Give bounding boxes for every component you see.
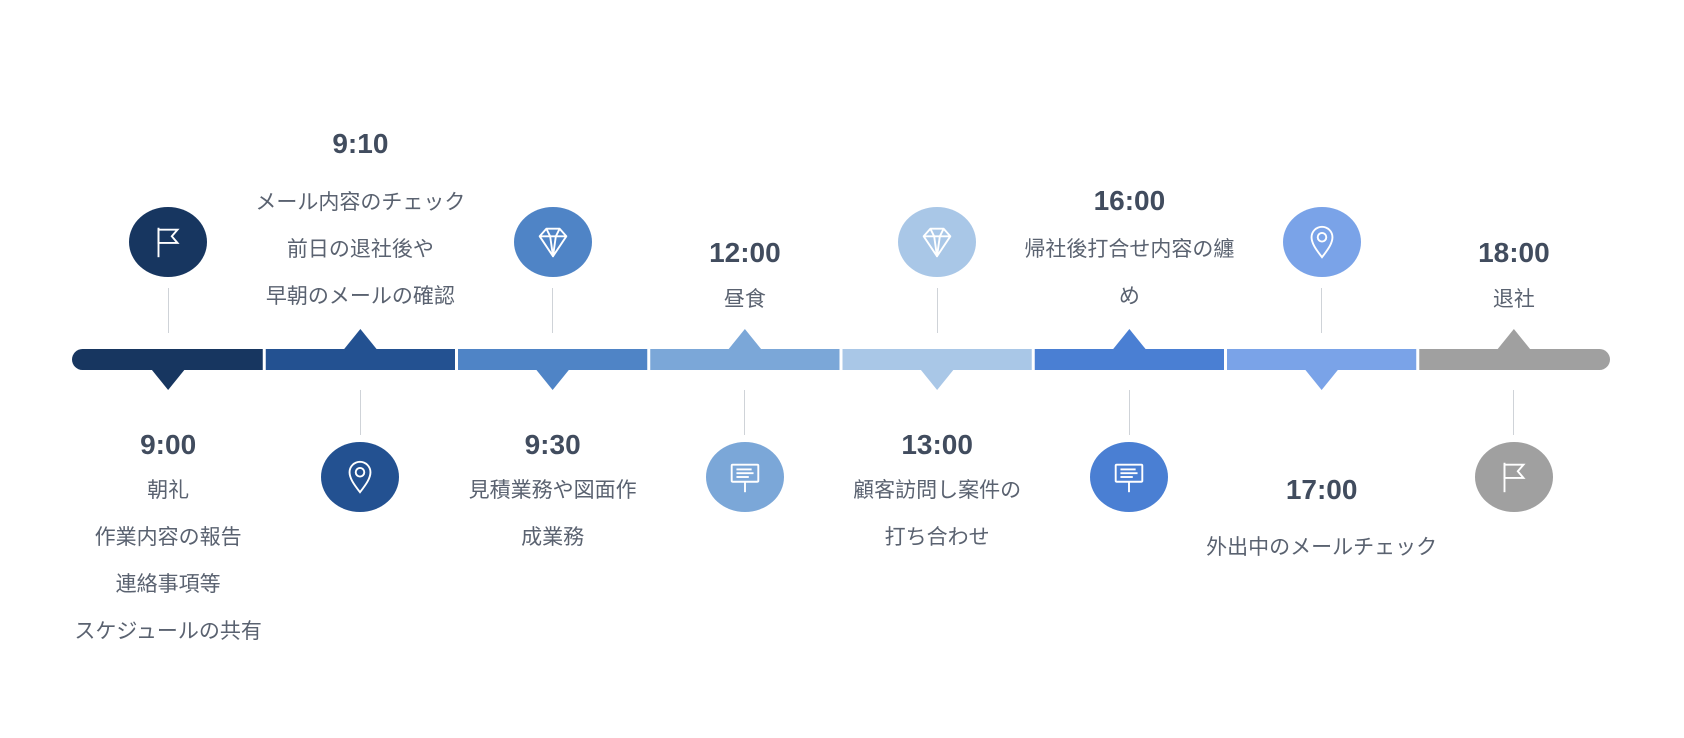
timeline-pointer — [1304, 369, 1339, 390]
event-time: 9:10 — [332, 128, 389, 159]
event-description-line: 作業内容の報告 — [94, 525, 242, 549]
location-pin-icon — [1282, 207, 1361, 277]
timeline-segment — [1034, 349, 1224, 370]
timeline-segment — [1419, 349, 1611, 370]
timeline-pointer — [920, 369, 955, 390]
event-description: 昼食 — [605, 278, 885, 320]
event-description-line: 前日の退社後や — [286, 237, 434, 261]
event-description-line: 顧客訪問し案件の — [853, 478, 1022, 502]
event-description-line: 昼食 — [723, 287, 766, 311]
event-description-line: 朝礼 — [147, 478, 190, 502]
event-time: 16:00 — [1093, 185, 1166, 216]
event-description-line: 退社 — [1492, 287, 1535, 311]
connector-line — [1513, 390, 1515, 435]
timeline-segment — [650, 349, 840, 370]
flag-glyph — [1503, 462, 1526, 493]
event-time: 13:00 — [901, 429, 973, 460]
flag-glyph — [157, 227, 180, 258]
event-description-line: 早朝のメールの確認 — [265, 284, 455, 308]
event-description: 顧客訪問し案件の打ち合わせ — [797, 467, 1077, 561]
connector-line — [1128, 390, 1130, 435]
diamond-glyph — [538, 227, 567, 258]
timeline-pointer — [1112, 329, 1147, 350]
location-pin-icon — [321, 442, 400, 512]
event-time: 18:00 — [1478, 237, 1550, 268]
location-pin-glyph — [1310, 225, 1334, 259]
event-description-line: 成業務 — [521, 525, 585, 549]
event-description-line: スケジュールの共有 — [74, 619, 262, 643]
event-description: メール内容のチェック前日の退社後や早朝のメールの確認 — [220, 179, 500, 320]
event-description-line: 帰社後打合せ内容の纏 — [1024, 237, 1235, 261]
diamond-icon — [898, 207, 977, 277]
timeline-segment — [265, 349, 455, 370]
signboard-glyph — [1115, 463, 1144, 493]
event-description-line: 打ち合わせ — [884, 525, 990, 549]
timeline-segment — [72, 349, 263, 370]
connector-line — [359, 390, 361, 435]
connector-line — [936, 288, 938, 333]
event-description: 退社 — [1374, 278, 1654, 320]
location-pin-glyph — [348, 460, 372, 494]
signboard-icon — [1090, 442, 1169, 512]
timeline-pointer — [535, 369, 570, 390]
flag-icon — [129, 207, 208, 277]
event-description: 朝礼作業内容の報告連絡事項等スケジュールの共有 — [28, 467, 308, 655]
flag-icon — [1474, 442, 1553, 512]
event-time: 12:00 — [709, 237, 781, 268]
event-description: 外出中のメールチェック — [1182, 526, 1462, 568]
event-description: 見積業務や図面作成業務 — [413, 467, 693, 561]
connector-line — [167, 288, 169, 333]
timeline-pointer — [1496, 329, 1531, 350]
timeline-segment — [458, 349, 648, 370]
event-description-line: 外出中のメールチェック — [1206, 535, 1438, 559]
timeline-pointer — [151, 369, 186, 390]
connector-line — [744, 390, 746, 435]
timeline-segment — [842, 349, 1032, 370]
event-description: 帰社後打合せ内容の纏め — [989, 226, 1269, 320]
signboard-glyph — [730, 463, 760, 493]
timeline-segment — [1227, 349, 1417, 370]
signboard-icon — [705, 442, 784, 512]
event-description-line: め — [1118, 284, 1140, 308]
event-time: 9:30 — [524, 429, 581, 460]
connector-line — [552, 288, 554, 333]
diamond-glyph — [922, 227, 952, 258]
timeline-pointer — [343, 329, 378, 350]
event-time: 17:00 — [1285, 474, 1358, 505]
timeline-pointer — [727, 329, 762, 350]
event-time: 9:00 — [140, 429, 197, 460]
connector-line — [1321, 288, 1323, 333]
event-description-line: メール内容のチェック — [255, 190, 466, 214]
event-description-line: 見積業務や図面作 — [468, 478, 637, 502]
event-description-line: 連絡事項等 — [115, 572, 221, 596]
diamond-icon — [513, 207, 592, 277]
